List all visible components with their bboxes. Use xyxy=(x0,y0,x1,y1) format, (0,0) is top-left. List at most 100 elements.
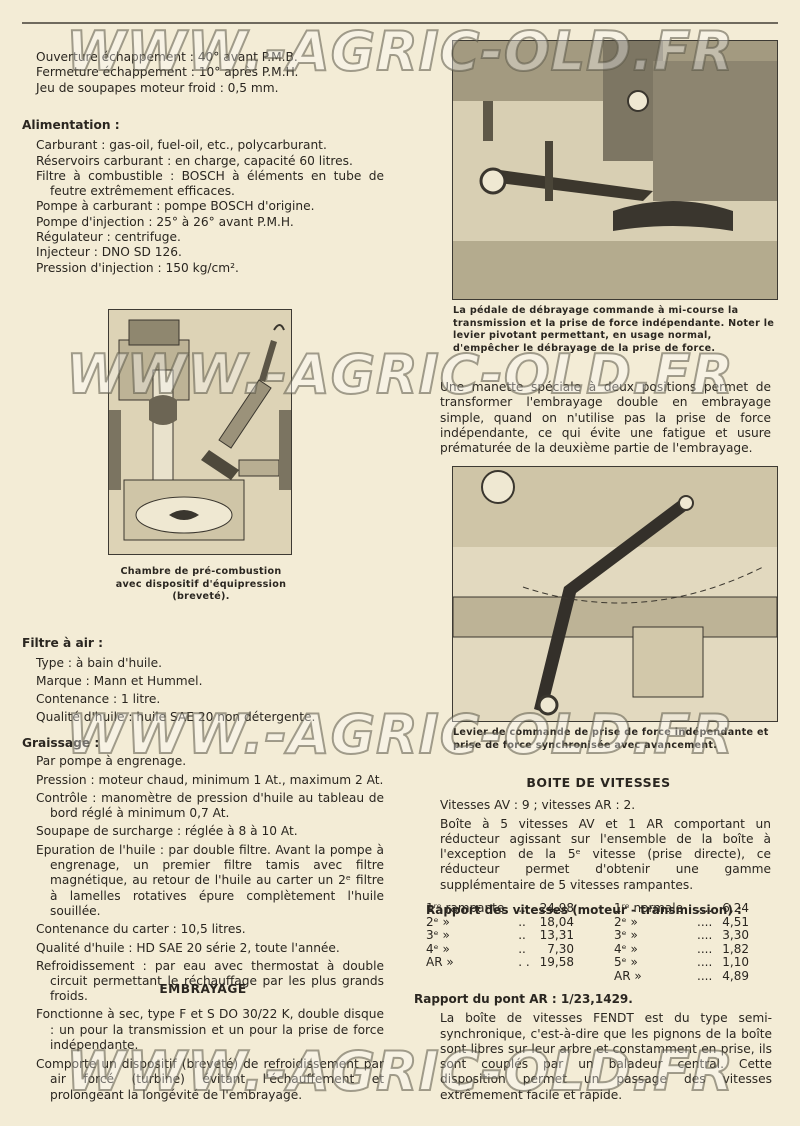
manette-paragraph: Une manette spéciale à deux positions pe… xyxy=(426,380,771,456)
gear-label: 2ᵉ » xyxy=(614,914,638,929)
filtre-air-section: Filtre à air : Type : à bain d'huile. Ma… xyxy=(22,636,384,726)
embrayage-section: EMBRAYAGE Fonctionne à sec, type F et S … xyxy=(22,982,384,1103)
text-line: Régulateur : centrifuge. xyxy=(36,230,181,245)
gear-ratio-row: 2ᵉ ».... 4,51 xyxy=(614,914,753,930)
pont-section: Rapport du pont AR : 1/23,1429. La boîte… xyxy=(414,992,772,1103)
ratio-value: 3,30 xyxy=(722,928,749,943)
text-paragraph: Boîte à 5 vitesses AV et 1 AR comportant… xyxy=(440,816,771,892)
text-line: Qualité d'huile : huile SAE 20 non déter… xyxy=(36,710,316,725)
gear-label: 3ᵉ » xyxy=(614,928,638,943)
gear-label: 2ᵉ » xyxy=(426,914,450,929)
dot-leader: .... xyxy=(697,914,713,929)
dot-leader: .... xyxy=(697,955,713,970)
section-heading: Filtre à air : xyxy=(22,636,104,650)
ratio-value: 7,30 xyxy=(547,941,575,956)
gear-ratio-row: 3ᵉ ».... 3,30 xyxy=(614,929,753,943)
pto-lever-illustration xyxy=(452,466,778,722)
text-line: Soupape de surcharge : réglée à 8 à 10 A… xyxy=(36,824,298,839)
gear-label: 3ᵉ » xyxy=(426,928,450,943)
ratio-value: 18,04 xyxy=(539,914,575,929)
text-line: Injecteur : DNO SD 126. xyxy=(36,245,182,260)
gear-ratio-row: AR ».... 4,89 xyxy=(614,968,753,984)
caption-line: avec dispositif d'équipression xyxy=(115,578,287,590)
gear-label: 5ᵉ » xyxy=(614,955,638,970)
pto-lever-drawing xyxy=(453,467,777,721)
alimentation-section: Alimentation : Carburant : gas-oil, fuel… xyxy=(22,118,384,276)
text-line: Réservoirs carburant : en charge, capaci… xyxy=(36,153,353,168)
gear-ratio-row: 2ᵉ ».. 18,04 xyxy=(426,914,578,930)
ratio-value: 24,98 xyxy=(539,901,575,915)
engine-timing-block: Ouverture échappement : 40° avant P.M.B.… xyxy=(22,50,384,96)
text-line: Contenance : 1 litre. xyxy=(36,692,161,707)
text-line: Pression d'injection : 150 kg/cm². xyxy=(36,260,239,275)
ratio-value: 19,58 xyxy=(539,955,575,970)
engine-cutaway-drawing xyxy=(109,310,291,554)
text-line: Contenance du carter : 10,5 litres. xyxy=(36,922,246,937)
text-line: Comporte un dispositif (breveté) de refr… xyxy=(36,1057,384,1102)
text-line: Refroidissement : par eau avec thermosta… xyxy=(36,958,384,1004)
text-line: Carburant : gas-oil, fuel-oil, etc., pol… xyxy=(36,138,327,153)
boite-section: BOITE DE VITESSES Vitesses AV : 9 ; vite… xyxy=(426,775,771,918)
ratio-value: 4,51 xyxy=(722,914,749,929)
text-paragraph: La boîte de vitesses FENDT est du type s… xyxy=(440,1011,772,1102)
gear-label: 4ᵉ » xyxy=(614,941,638,956)
gear-ratio-row: 4ᵉ ».. 7,30 xyxy=(426,941,578,957)
ratio-value: 1,10 xyxy=(722,955,749,970)
text-line: Par pompe à engrenage. xyxy=(36,754,187,769)
text-line: Epuration de l'huile : par double filtre… xyxy=(36,842,384,918)
precombustion-chamber-illustration xyxy=(108,309,292,555)
ratio-value: 6,24 xyxy=(722,901,749,915)
text-line: Pompe à carburant : pompe BOSCH d'origin… xyxy=(36,199,315,214)
gear-label: AR » xyxy=(614,968,642,983)
ratio-value: 4,89 xyxy=(722,968,749,983)
top-rule xyxy=(22,22,778,24)
gear-ratio-row: AR » . . 19,58 xyxy=(426,956,578,970)
text-line: Jeu de soupapes moteur froid : 0,5 mm. xyxy=(36,80,279,95)
gear-ratio-row: 5ᵉ ».... 1,10 xyxy=(614,956,753,970)
text-line: Pression : moteur chaud, minimum 1 At., … xyxy=(36,772,384,787)
dot-leader: .. xyxy=(518,914,526,929)
text-line: Vitesses AV : 9 ; vitesses AR : 2. xyxy=(440,798,636,813)
dot-leader: .... xyxy=(697,928,713,943)
dot-leader: .. xyxy=(518,928,526,943)
text-line: Fonctionne à sec, type F et S DO 30/22 K… xyxy=(36,1007,384,1052)
gear-ratio-row: 3ᵉ ».. 13,31 xyxy=(426,929,578,943)
gear-label: 4ᵉ » xyxy=(426,941,450,956)
text-line: Fermeture échappement : 10° après P.M.H. xyxy=(36,65,299,80)
dot-leader: .. xyxy=(518,941,526,956)
gear-label: AR » xyxy=(426,955,454,970)
ratio-value: 1,82 xyxy=(722,941,749,956)
gear-label: 1ʳᵉ rampante xyxy=(426,901,505,915)
text-line: Filtre à combustible : BOSCH à éléments … xyxy=(36,168,384,199)
caption-line: (breveté). xyxy=(172,591,230,603)
section-heading: EMBRAYAGE xyxy=(159,982,247,996)
caption-line: Chambre de pré-combustion xyxy=(120,566,282,577)
section-heading: BOITE DE VITESSES xyxy=(526,775,671,790)
text-line: Type : à bain d'huile. xyxy=(36,656,163,671)
gear-ratio-row: 1ʳᵉ rampante..24,98 xyxy=(426,901,578,916)
subsection-heading: Rapport des vitesses (moteur - transmiss… xyxy=(426,903,742,918)
section-heading: Graissage : xyxy=(22,736,100,750)
gear-label: 1ʳᵉ normale xyxy=(614,901,683,915)
text-line: Qualité d'huile : HD SAE 20 série 2, tou… xyxy=(36,940,340,955)
gear-ratio-row: 4ᵉ ».... 1,82 xyxy=(614,941,753,957)
dot-leader: .... xyxy=(697,901,713,915)
text-line: Marque : Mann et Hummel. xyxy=(36,674,203,689)
ratio-value: 13,31 xyxy=(539,928,575,943)
clutch-pedal-illustration xyxy=(452,40,778,300)
text-paragraph: Une manette spéciale à deux positions pe… xyxy=(440,380,771,456)
figure-caption: Chambre de pré-combustion avec dispositi… xyxy=(110,566,292,604)
dot-leader: . . xyxy=(518,955,530,970)
text-line: Contrôle : manomètre de pression d'huile… xyxy=(36,790,384,821)
figure-caption: Levier de commande de prise de force ind… xyxy=(453,727,769,751)
dot-leader: .... xyxy=(697,941,713,956)
clutch-pedal-drawing xyxy=(453,41,777,299)
graissage-section: Graissage : Par pompe à engrenage. Press… xyxy=(22,736,384,1005)
section-heading: Alimentation : xyxy=(22,118,120,132)
gear-ratio-row: 1ʳᵉ normale.... 6,24 xyxy=(614,901,753,916)
dot-leader: .... xyxy=(697,968,713,983)
figure-caption: La pédale de débrayage commande à mi-cou… xyxy=(453,305,775,354)
text-line: Pompe d'injection : 25° à 26° avant P.M.… xyxy=(36,214,294,229)
